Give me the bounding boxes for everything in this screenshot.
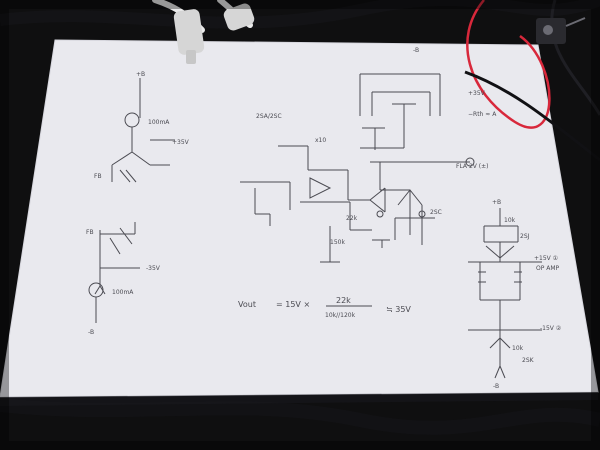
label-center-input-note: 2SA/2SC bbox=[256, 113, 282, 120]
label-bottom-left-current: 100mA bbox=[112, 289, 134, 296]
small-component bbox=[536, 17, 586, 44]
label-formula-frac-bottom: 10k//120k bbox=[325, 312, 356, 319]
label-center-22k: 22k bbox=[346, 215, 358, 222]
label-center-2sc: 2SC bbox=[430, 209, 442, 216]
label-formula-frac-top: 22k bbox=[336, 296, 351, 305]
paper-shadow bbox=[0, 392, 598, 406]
label-right-plus: +15V ① bbox=[534, 255, 558, 262]
label-top-left-current: 100mA bbox=[148, 119, 170, 126]
label-bottom-left-voltage: -35V bbox=[146, 265, 161, 272]
label-center-x10: x10 bbox=[315, 137, 326, 144]
label-center-150k: 150k bbox=[330, 239, 345, 246]
label-right-opamp: OP AMP bbox=[536, 265, 560, 272]
center-top-stage bbox=[359, 73, 441, 150]
label-formula-eq: = 15V × bbox=[276, 300, 310, 309]
right-supply-stack bbox=[468, 208, 542, 379]
center-input-stage bbox=[240, 145, 386, 226]
sketch-labels: +B 100mA +35V FB FB -35V 100mA -B -B 2SA… bbox=[86, 47, 562, 390]
center-output-stage bbox=[370, 161, 470, 245]
label-center-top-supply: -B bbox=[413, 47, 419, 54]
label-formula-left: Vout bbox=[238, 300, 256, 309]
left-bottom-net bbox=[94, 230, 106, 295]
label-formula-result: ≒ 35V bbox=[386, 305, 411, 314]
label-right-10k-top: 10k bbox=[504, 217, 516, 224]
label-right-note-2: −Rth ≈ A bbox=[468, 111, 497, 118]
label-right-minus: -15V ② bbox=[540, 325, 562, 332]
label-top-left-supply: +B bbox=[136, 71, 145, 78]
schematic-sketch bbox=[88, 73, 542, 379]
label-top-left-voltage: +35V bbox=[172, 139, 190, 146]
label-center-out: FLA 2V (±) bbox=[456, 163, 488, 170]
label-right-note-1: +35V bbox=[468, 90, 486, 97]
label-right-supply-top: +B bbox=[492, 199, 501, 206]
label-right-2sj: 2SJ bbox=[520, 233, 530, 240]
label-right-2sk: 2SK bbox=[522, 357, 535, 364]
label-right-10k-bottom: 10k bbox=[512, 345, 524, 352]
label-right-supply-bottom: -B bbox=[493, 383, 499, 390]
desk-texture bbox=[0, 0, 600, 428]
label-bottom-left-fb: FB bbox=[86, 229, 94, 236]
alligator-clips bbox=[152, 0, 255, 64]
wires bbox=[464, 0, 600, 162]
label-top-left-fb: FB bbox=[94, 173, 102, 180]
label-bottom-left-supply: -B bbox=[88, 329, 94, 336]
